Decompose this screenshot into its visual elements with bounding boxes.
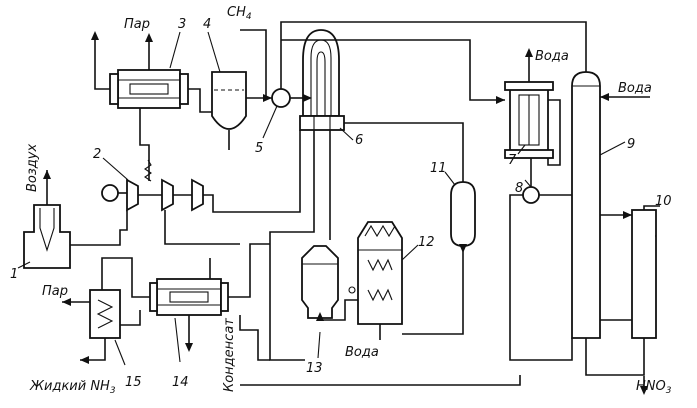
equipment-7-cooler	[504, 81, 554, 159]
equipment-10-bleacher	[631, 209, 657, 339]
label-num-4: 4	[203, 17, 211, 32]
leader-lines	[17, 31, 656, 366]
equipment-13-filter	[301, 245, 339, 319]
label-num-12: 12	[418, 235, 435, 250]
label-air: Воздух	[25, 144, 40, 192]
label-water-right: Вода	[618, 81, 652, 96]
label-condensate: Конденсат	[222, 318, 237, 392]
label-num-10: 10	[655, 194, 672, 209]
label-num-14: 14	[172, 375, 189, 390]
label-methane: CH4	[227, 5, 252, 22]
equipment-12-boiler	[348, 221, 403, 325]
label-num-5: 5	[255, 141, 263, 156]
equipment-9-absorption-column	[571, 71, 601, 339]
equipment-15-ammonia-evaporator	[89, 289, 121, 339]
equipment-8-mixer	[522, 186, 540, 204]
stream-labels: Пар CH4 Вода Вода Воздух Пар Вода Конден…	[25, 5, 672, 396]
equipment-14-heater	[149, 278, 229, 316]
equipment-11-vessel	[450, 181, 476, 247]
label-num-3: 3	[178, 17, 186, 32]
equipment-2-compressor-train	[101, 159, 204, 212]
label-liquid-ammonia: Жидкий NH3	[29, 379, 116, 396]
label-num-2: 2	[93, 147, 101, 162]
flow-arrows	[43, 31, 648, 395]
label-num-15: 15	[125, 375, 142, 390]
label-steam-left: Пар	[42, 284, 68, 299]
label-num-8: 8	[515, 181, 523, 196]
label-water-bottom: Вода	[345, 345, 379, 360]
equipment-numbers: 1 2 3 4 5 6 7 8 9 10 11 12 13 14 15	[10, 17, 672, 390]
label-num-11: 11	[430, 161, 447, 176]
equipment-6-contact-reactor	[299, 29, 345, 131]
label-water-top: Вода	[535, 49, 569, 64]
label-steam-top: Пар	[124, 17, 150, 32]
label-num-9: 9	[627, 137, 635, 152]
equipment-5-mixer	[271, 88, 291, 108]
label-num-13: 13	[306, 361, 323, 376]
equipment-4-separator	[211, 71, 247, 130]
label-product-nitric-acid: HNO3	[636, 379, 672, 396]
equipment-3-waste-heat-boiler	[109, 69, 189, 109]
equipment-1-air-filter	[23, 204, 71, 269]
label-num-6: 6	[355, 133, 363, 148]
label-num-7: 7	[508, 153, 517, 168]
label-num-1: 1	[10, 267, 18, 282]
